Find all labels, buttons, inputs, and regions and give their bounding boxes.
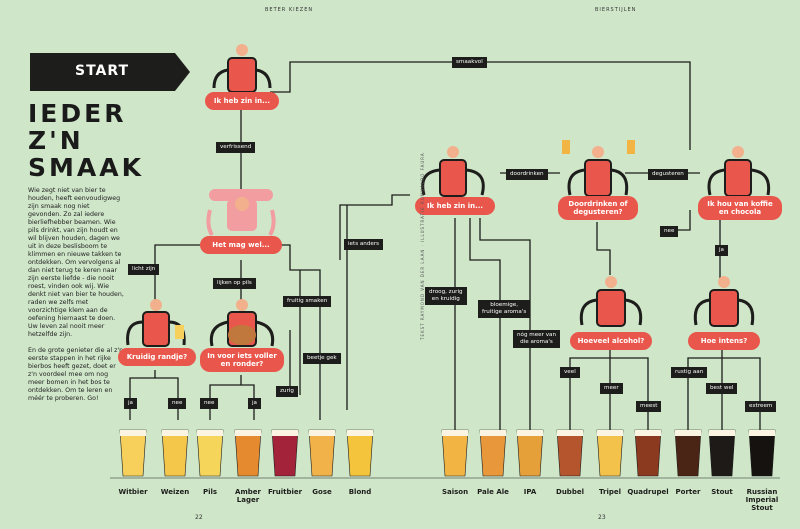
start-arrow	[30, 53, 190, 91]
label-ja-1: ja	[124, 398, 137, 409]
label-doordrinken: doordrinken	[506, 169, 548, 180]
beer-label: Fruitbier	[267, 488, 303, 496]
figure-8	[579, 276, 643, 327]
header-right: BIERSTIJLEN	[595, 7, 637, 13]
beer-label: Stout	[711, 488, 733, 496]
page-title: IEDER Z'N SMAAK	[28, 100, 178, 181]
label-meest: meest	[636, 401, 662, 412]
beer-label: Porter	[675, 488, 701, 496]
start-label: START	[75, 63, 130, 79]
beer-label: Pils	[202, 488, 218, 496]
question-bubble-2: Het mag wel...	[200, 236, 282, 254]
figure-3	[126, 299, 186, 347]
beer-glass-5	[271, 429, 299, 477]
beer-label: Tripel	[598, 488, 621, 496]
label-rustig-aan: rustig aan	[671, 367, 708, 378]
beer-label: Witbier	[118, 488, 148, 496]
beer-glass-15	[708, 429, 736, 477]
beer-glass-9	[479, 429, 507, 477]
label-meer: meer	[600, 383, 623, 394]
label-smaakvol: smaakvol	[452, 57, 487, 68]
label-beetje-gek: beetje gek	[303, 353, 341, 364]
label-lijken-op-pils: lijken op pils	[213, 278, 256, 289]
beer-glass-4	[234, 429, 262, 477]
beer-glass-7	[346, 429, 374, 477]
label-ja-2: ja	[248, 398, 261, 409]
label-nee-3: nee	[660, 226, 679, 237]
label-nog-meer-aromas: nóg meer van die aroma's	[513, 330, 560, 348]
beer-glass-16	[748, 429, 776, 477]
beer-glass-8	[441, 429, 469, 477]
label-bloemige-aromas: bloemige, fruitige aroma's	[478, 300, 531, 318]
beer-glass-1	[119, 429, 147, 477]
beer-glass-2	[161, 429, 189, 477]
beer-label: Dubbel	[556, 488, 584, 496]
beer-label: Saison	[441, 488, 469, 496]
question-bubble-6: Doordrinken of degusteren?	[558, 196, 638, 220]
beer-glass-13	[634, 429, 662, 477]
intro-paragraph-2: En de grote genieter die al z'n eerste s…	[28, 347, 124, 402]
label-verfrissend: verfrissend	[216, 142, 256, 153]
beer-label: Quadrupel	[627, 488, 669, 496]
figure-7	[707, 146, 771, 197]
figure-4	[209, 299, 275, 347]
beer-label: Russian Imperial Stout	[745, 488, 779, 512]
beer-label: Amber Lager	[235, 488, 261, 504]
beer-glass-11	[556, 429, 584, 477]
label-nee-2: nee	[200, 398, 219, 409]
question-bubble-4: In voor iets voller en ronder?	[200, 348, 284, 372]
intro-text: Wie zegt niet van bier te houden, heeft …	[28, 187, 124, 411]
page-number-left: 22	[195, 514, 203, 521]
question-bubble-7: Ik hou van koffie en chocola	[698, 196, 782, 220]
question-bubble-9: Hoe intens?	[688, 332, 760, 350]
figure-9	[693, 276, 755, 327]
label-fruitig-smaken: fruitig smaken	[283, 296, 332, 307]
question-bubble-1: Ik heb zin in...	[205, 92, 279, 110]
beer-glass-12	[596, 429, 624, 477]
title-line-1: IEDER	[28, 99, 127, 128]
label-licht-zijn: licht zijn	[128, 264, 160, 275]
title-line-3: SMAAK	[28, 153, 144, 182]
intro-paragraph-1: Wie zegt niet van bier te houden, heeft …	[28, 187, 124, 338]
question-bubble-3: Kruidig randje?	[118, 348, 196, 366]
beer-label: Gose	[312, 488, 332, 496]
label-extreem: extreem	[745, 401, 777, 412]
label-iets-anders: iets anders	[344, 239, 384, 250]
page-number-right: 23	[598, 514, 606, 521]
label-ja-3: ja	[715, 245, 728, 256]
label-veel: veel	[560, 367, 580, 378]
header-left: BETER KIEZEN	[265, 7, 314, 13]
beer-glass-14	[674, 429, 702, 477]
beer-label: IPA	[523, 488, 537, 496]
question-bubble-5: Ik heb zin in...	[415, 197, 495, 215]
title-line-2: Z'N	[28, 126, 84, 155]
beer-glass-3	[196, 429, 224, 477]
figure-2	[206, 189, 276, 237]
credit-line: TEKST RAYMOND VAN DER LAAN · ILLUSTRATIE…	[420, 152, 425, 340]
figure-6	[562, 140, 635, 197]
beer-label: Pale Ale	[477, 488, 509, 496]
figure-5	[421, 146, 485, 197]
label-nee-1: nee	[168, 398, 187, 409]
beer-glass-6	[308, 429, 336, 477]
question-bubble-8: Hoeveel alcohol?	[570, 332, 652, 350]
label-best-wel: best wel	[706, 383, 738, 394]
beer-glass-10	[516, 429, 544, 477]
label-droog-zurig-kruidig: droog, zurig en kruidig	[425, 287, 467, 305]
label-degusteren: degusteren	[648, 169, 688, 180]
beer-label: Blond	[348, 488, 372, 496]
label-zurig: zurig	[276, 386, 298, 397]
beer-label: Weizen	[160, 488, 190, 496]
